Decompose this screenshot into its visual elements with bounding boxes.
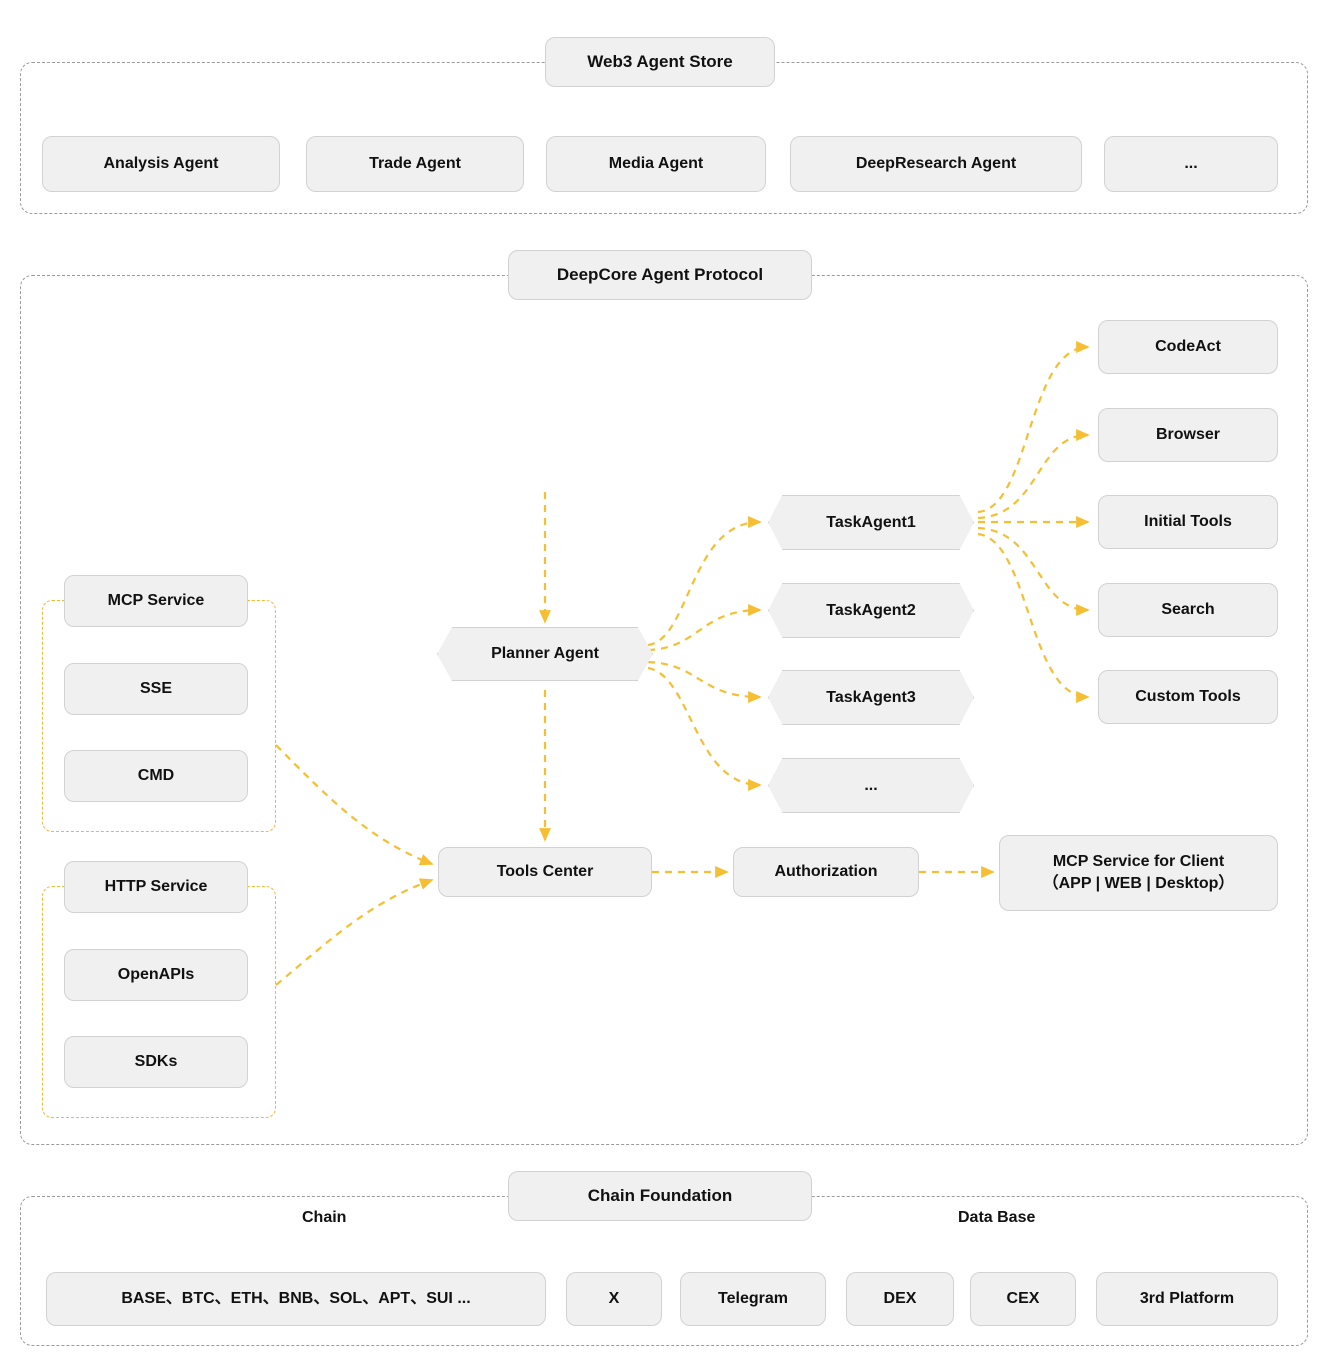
data-base-box-x[interactable]: X <box>566 1272 662 1326</box>
section-title-web3-agent-store: Web3 Agent Store <box>545 37 775 87</box>
tool-box-codeact[interactable]: CodeAct <box>1098 320 1278 374</box>
agent-card-more[interactable]: ... <box>1104 136 1278 192</box>
mcp-service-for-client-box[interactable]: MCP Service for Client （APP | WEB | Desk… <box>999 835 1278 911</box>
section-title-chain-foundation: Chain Foundation <box>508 1171 812 1221</box>
agent-card-deepresearch-agent[interactable]: DeepResearch Agent <box>790 136 1082 192</box>
http-service-item-sdks[interactable]: SDKs <box>64 1036 248 1088</box>
tool-box-custom-tools[interactable]: Custom Tools <box>1098 670 1278 724</box>
data-base-box-cex[interactable]: CEX <box>970 1272 1076 1326</box>
tool-box-initial-tools[interactable]: Initial Tools <box>1098 495 1278 549</box>
http-service-header[interactable]: HTTP Service <box>64 861 248 913</box>
data-base-box-dex[interactable]: DEX <box>846 1272 954 1326</box>
chain-list-box[interactable]: BASE、BTC、ETH、BNB、SOL、APT、SUI ... <box>46 1272 546 1326</box>
agent-card-media-agent[interactable]: Media Agent <box>546 136 766 192</box>
column-label-data-base: Data Base <box>958 1209 1036 1226</box>
data-base-box-telegram[interactable]: Telegram <box>680 1272 826 1326</box>
task-agent-2[interactable]: TaskAgent2 <box>768 583 974 638</box>
planner-agent[interactable]: Planner Agent <box>437 627 653 681</box>
section-title-deepcore-agent-protocol: DeepCore Agent Protocol <box>508 250 812 300</box>
agent-card-trade-agent[interactable]: Trade Agent <box>306 136 524 192</box>
mcp-client-line-1: MCP Service for Client <box>1052 853 1225 871</box>
task-agent-1[interactable]: TaskAgent1 <box>768 495 974 550</box>
http-service-item-openapis[interactable]: OpenAPIs <box>64 949 248 1001</box>
mcp-service-item-sse[interactable]: SSE <box>64 663 248 715</box>
mcp-client-line-2: （APP | WEB | Desktop） <box>1042 875 1235 892</box>
mcp-service-header[interactable]: MCP Service <box>64 575 248 627</box>
tools-center-box[interactable]: Tools Center <box>438 847 652 897</box>
task-agent-3[interactable]: TaskAgent3 <box>768 670 974 725</box>
tool-box-browser[interactable]: Browser <box>1098 408 1278 462</box>
agent-card-analysis-agent[interactable]: Analysis Agent <box>42 136 280 192</box>
tool-box-search[interactable]: Search <box>1098 583 1278 637</box>
column-label-chain: Chain <box>302 1209 347 1226</box>
data-base-box-3rd-platform[interactable]: 3rd Platform <box>1096 1272 1278 1326</box>
mcp-service-item-cmd[interactable]: CMD <box>64 750 248 802</box>
task-agent-more[interactable]: ... <box>768 758 974 813</box>
authorization-box[interactable]: Authorization <box>733 847 919 897</box>
